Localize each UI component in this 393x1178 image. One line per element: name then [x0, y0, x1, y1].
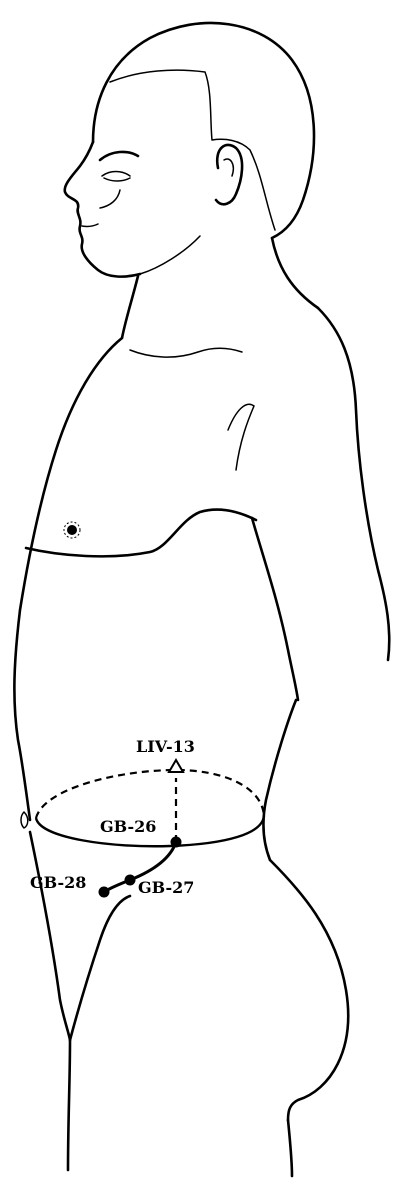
hairline [110, 70, 275, 230]
eye [102, 172, 130, 182]
jaw-line [140, 236, 200, 274]
ear-inner [224, 159, 233, 176]
label-liv13: LIV-13 [136, 737, 195, 756]
leg-back-lower [288, 1120, 292, 1176]
neck [122, 238, 318, 357]
label-gb26: GB-26 [100, 817, 156, 836]
point-gb28 [99, 887, 110, 898]
mouth [82, 224, 98, 226]
head-outline [93, 23, 314, 238]
neck-back [272, 238, 318, 308]
torso [14, 308, 389, 860]
point-gb27 [125, 875, 136, 886]
groin-line [70, 896, 130, 1040]
collar-line [130, 348, 242, 357]
shoulder-cap [228, 404, 254, 470]
neck-front [122, 276, 138, 338]
buttock [270, 860, 348, 1120]
liv13-triangle-icon [169, 760, 183, 772]
nipple-icon [67, 525, 77, 535]
front-leg-line [30, 832, 70, 1040]
label-gb28: GB-28 [30, 873, 86, 892]
label-gb27: GB-27 [138, 878, 194, 897]
ear [216, 145, 242, 204]
back-lower [263, 700, 296, 860]
leg-front-lower [68, 1040, 70, 1170]
eyebrow [100, 152, 138, 160]
pectoral-line [26, 510, 256, 557]
nose-line [100, 190, 120, 208]
face-profile [65, 142, 140, 277]
torso-front [14, 338, 122, 820]
head [65, 23, 314, 277]
back-shoulder [318, 308, 389, 660]
belt-vessel-upper [36, 770, 264, 818]
navel-icon [21, 812, 28, 828]
point-gb26 [171, 837, 182, 848]
arm-front [252, 518, 298, 700]
